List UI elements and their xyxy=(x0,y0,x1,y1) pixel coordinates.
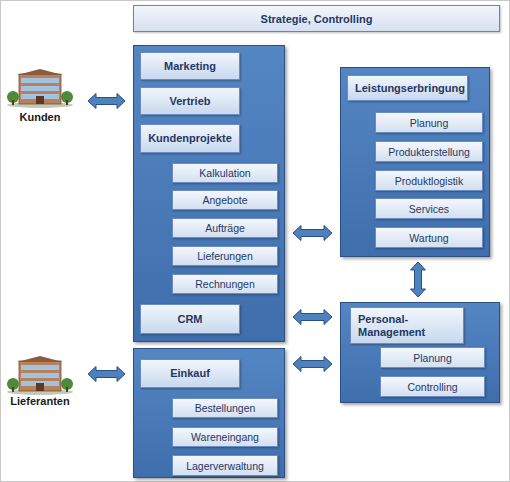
node-label: Personal- Management xyxy=(358,313,463,339)
banner-box: Strategie, Controlling xyxy=(133,5,500,32)
process-box: Produkterstellung xyxy=(375,141,483,162)
node-label: Wareneingang xyxy=(191,431,259,443)
party-node: Lieferanten xyxy=(0,350,80,408)
heading-box: Personal- Management xyxy=(350,307,464,344)
process-box: Controlling xyxy=(380,376,485,397)
node-label: Rechnungen xyxy=(195,278,255,290)
process-box: Kalkulation xyxy=(172,163,278,183)
node-label: Produkterstellung xyxy=(388,146,470,158)
node-label: Services xyxy=(409,203,449,215)
process-box: Aufträge xyxy=(172,218,278,238)
process-box: Rechnungen xyxy=(172,274,278,294)
process-box: Lieferungen xyxy=(172,246,278,266)
process-box: Angebote xyxy=(172,190,278,210)
node-label: Bestellungen xyxy=(195,402,256,414)
heading-box: CRM xyxy=(140,304,240,334)
node-label: Lagerverwaltung xyxy=(186,460,264,472)
process-box: Lagerverwaltung xyxy=(172,455,278,476)
node-label: Einkauf xyxy=(170,367,210,380)
heading-box: Vertrieb xyxy=(140,87,240,115)
node-label: Vertrieb xyxy=(170,95,211,108)
process-box: Services xyxy=(375,198,483,219)
process-box: Wareneingang xyxy=(172,427,278,447)
process-box: Wartung xyxy=(375,227,483,248)
heading-box: Kundenprojekte xyxy=(140,124,240,153)
node-label: Angebote xyxy=(203,194,248,206)
node-label: Strategie, Controlling xyxy=(261,13,373,25)
process-box: Planung xyxy=(375,112,483,133)
heading-box: Leistungserbringung xyxy=(347,75,468,101)
node-label: Planung xyxy=(410,117,449,129)
double-arrow xyxy=(411,262,426,297)
node-label: Wartung xyxy=(409,232,448,244)
group-box: MarketingVertriebKundenprojekteKalkulati… xyxy=(133,45,285,342)
heading-box: Marketing xyxy=(140,52,240,80)
node-label: Marketing xyxy=(164,60,216,73)
heading-box: Einkauf xyxy=(140,359,240,388)
node-label: Kunden xyxy=(20,110,61,124)
node-label: Leistungserbringung xyxy=(355,82,465,95)
node-label: Aufträge xyxy=(205,222,245,234)
group-box: Personal- ManagementPlanungControlling xyxy=(340,302,500,403)
building-icon xyxy=(7,356,73,395)
party-node: Kunden xyxy=(0,66,80,124)
node-label: Controlling xyxy=(407,381,457,393)
node-label: Lieferanten xyxy=(10,394,69,408)
process-box: Produktlogistik xyxy=(375,170,483,191)
node-label: Planung xyxy=(413,352,452,364)
process-box: Bestellungen xyxy=(172,398,278,418)
node-label: CRM xyxy=(177,313,202,326)
node-label: Produktlogistik xyxy=(395,175,463,187)
building-icon xyxy=(7,69,73,108)
double-arrow xyxy=(88,367,125,382)
double-arrow xyxy=(88,94,125,109)
double-arrow xyxy=(293,226,332,241)
node-label: Kalkulation xyxy=(199,167,250,179)
process-box: Planung xyxy=(380,347,485,368)
double-arrow xyxy=(293,357,332,372)
group-box: LeistungserbringungPlanungProdukterstell… xyxy=(340,67,490,257)
node-label: Lieferungen xyxy=(197,250,252,262)
group-box: EinkaufBestellungenWareneingangLagerverw… xyxy=(133,348,285,478)
double-arrow xyxy=(293,310,332,325)
node-label: Kundenprojekte xyxy=(148,132,232,145)
